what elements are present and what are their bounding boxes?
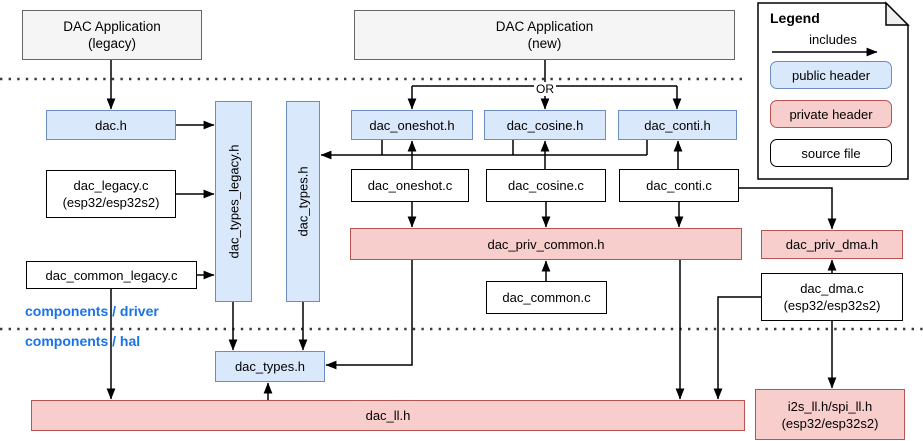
legend-fold-corner: [885, 1, 910, 26]
edge-dma-c-to-dac-ll: [713, 296, 761, 400]
node-dac-types-h-hal: dac_types.h: [215, 351, 325, 382]
node-dac-common-legacy-c: dac_common_legacy.c: [26, 261, 197, 289]
node-dac-priv-common-h: dac_priv_common.h: [350, 228, 742, 260]
or-label: OR: [534, 82, 556, 96]
edge-headers-to-dac-types-driver: [321, 140, 648, 155]
node-dac-conti-c: dac_conti.c: [619, 169, 739, 202]
node-dac-cosine-h: dac_cosine.h: [484, 110, 606, 140]
node-dac-types-legacy-h: dac_types_legacy.h: [215, 101, 252, 302]
section-label-components-hal: components / hal: [25, 333, 141, 349]
node-dac-dma-c: dac_dma.c (esp32/esp32s2): [761, 273, 903, 321]
node-dac-legacy-c: dac_legacy.c (esp32/esp32s2): [46, 170, 176, 218]
edge-conti-c-to-priv-dma: [739, 187, 837, 230]
legend-title: Legend: [770, 10, 820, 26]
legend-includes-label: includes: [809, 32, 857, 47]
node-dac-oneshot-c: dac_oneshot.c: [351, 169, 469, 202]
node-dac-common-c: dac_common.c: [486, 281, 607, 314]
node-dac-application-new: DAC Application (new): [354, 10, 735, 60]
legend-frame: [757, 2, 909, 180]
node-dac-priv-dma-h: dac_priv_dma.h: [761, 230, 903, 259]
node-dac-oneshot-h: dac_oneshot.h: [351, 110, 473, 140]
node-dac-types-h-driver: dac_types.h: [286, 101, 320, 302]
node-dac-application-legacy: DAC Application (legacy): [22, 10, 202, 60]
section-label-components-driver: components / driver: [25, 303, 159, 319]
node-i2s-ll-spi-ll: i2s_ll.h/spi_ll.h (esp32/esp32s2): [755, 389, 905, 440]
node-dac-cosine-c: dac_cosine.c: [486, 169, 606, 202]
legend-public-header: public header: [770, 61, 892, 89]
edge-priv-common-to-dac-types-hal: [325, 260, 413, 370]
node-dac-h: dac.h: [46, 110, 176, 140]
legend-source-file: source file: [770, 139, 892, 167]
node-dac-ll-h: dac_ll.h: [31, 400, 745, 431]
legend-private-header: private header: [770, 100, 892, 128]
node-dac-conti-h: dac_conti.h: [618, 110, 737, 140]
